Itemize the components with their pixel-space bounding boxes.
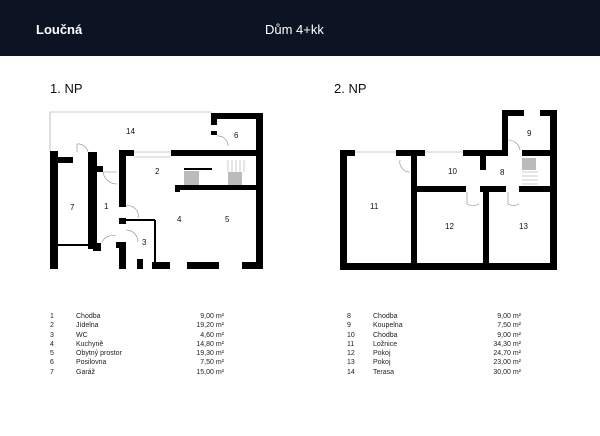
floor-label-2np: 2. NP <box>334 81 367 96</box>
room-label-11: 11 <box>370 202 379 211</box>
room-label-5: 5 <box>225 215 230 224</box>
room-label-8: 8 <box>500 168 505 177</box>
room-label-14: 14 <box>126 127 135 136</box>
room-label-13: 13 <box>519 222 528 231</box>
room-label-12: 12 <box>445 222 454 231</box>
floor-plan-2np: 9 10 8 11 12 13 <box>340 110 557 270</box>
room-label-3: 3 <box>142 238 147 247</box>
room-label-4: 4 <box>177 215 182 224</box>
room-label-2: 2 <box>155 167 160 176</box>
floor-label-1np: 1. NP <box>50 81 83 96</box>
room-label-7: 7 <box>70 203 75 212</box>
room-label-6: 6 <box>234 131 239 140</box>
floor-plan-1np: 14 6 2 7 1 4 5 3 <box>49 111 263 269</box>
page-title: Dům 4+kk <box>265 22 324 37</box>
room-label-9: 9 <box>527 129 532 138</box>
room-label-10: 10 <box>448 167 457 176</box>
header-bar: Loučná Dům 4+kk <box>0 0 600 56</box>
brand-name: Loučná <box>36 22 83 37</box>
room-label-1: 1 <box>104 202 109 211</box>
